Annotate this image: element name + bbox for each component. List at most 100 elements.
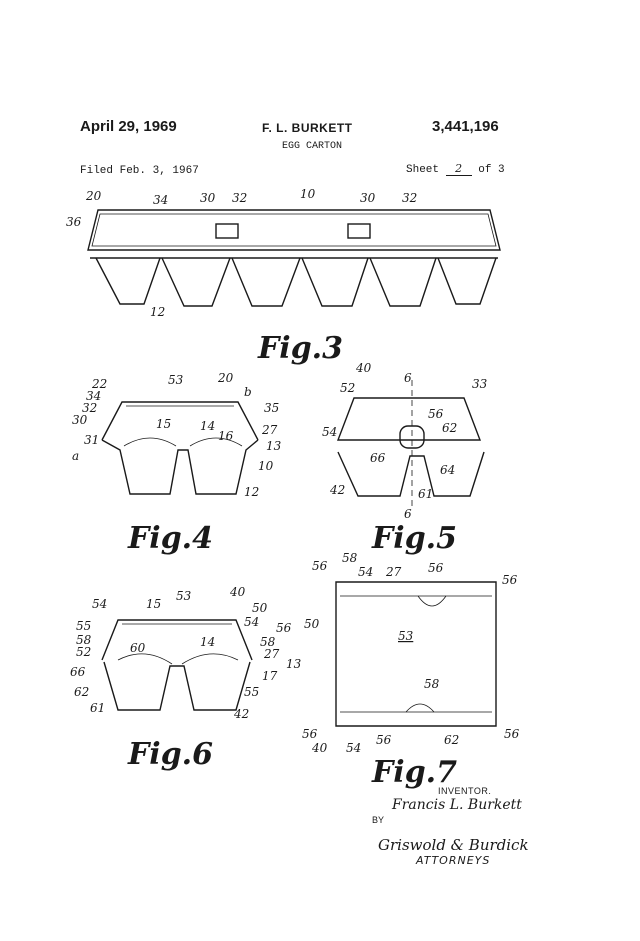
fig7-ref-54a: 54 [358,565,373,579]
fig3-cup-1 [95,257,161,305]
fig3-ref-34: 34 [153,193,168,207]
fig3-ref-36: 36 [66,215,82,229]
fig3-tab-left [215,223,239,239]
fig4-ref-32: 32 [82,401,97,415]
fig3-cup-3 [231,257,301,307]
fig4-ref-22: 22 [91,377,107,391]
fig4-ref-12: 12 [244,485,259,499]
sheet-indicator: Sheet 2 of 3 [406,162,505,176]
fig4-ref-31: 31 [84,433,99,447]
fig7-ref-62: 62 [444,733,459,747]
fig4-label: Fig.4 [127,521,213,556]
fig6-ref-14: 14 [200,635,215,649]
fig6-ref-56: 56 [276,621,292,635]
fig4-lid [101,401,259,441]
fig5-lid [336,397,482,441]
fig4-cups [101,439,259,495]
figure-4-cross-section: 53 20 22 34 32 30 31 a b 35 15 14 16 27 … [72,371,282,556]
fig3-tab-right [347,223,371,239]
fig4-ref-13: 13 [266,439,282,453]
by-label: BY [372,815,385,825]
fig5-label: Fig.5 [371,521,457,556]
fig4-ref-30: 30 [72,413,88,427]
figure-5-front-view: 40 6 52 33 54 56 62 66 64 42 61 6 Fig.5 [322,361,488,556]
fig7-ref-56c: 56 [502,573,518,587]
attorneys-signature: Griswold & Burdick [378,836,529,854]
patent-date: April 29, 1969 [80,118,177,135]
fig7-ref-56a: 56 [312,559,328,573]
fig5-ref-42: 42 [329,483,345,497]
inventor-label: INVENTOR. [438,786,492,796]
fig4-ref-14: 14 [200,419,215,433]
figure-3-carton-side: 20 34 30 32 10 30 32 36 12 Fig.3 [66,187,501,366]
fig7-ref-50: 50 [304,617,320,631]
fig7-edges [340,595,492,713]
fig6-ref-50: 50 [252,601,268,615]
fig7-ref-40: 40 [311,741,328,755]
fig6-ref-54a: 54 [92,597,107,611]
fig6-cup-rims [117,653,239,665]
fig4-ref-35: 35 [264,401,279,415]
fig6-ref-58b: 58 [260,635,276,649]
fig3-cup-2 [161,257,231,307]
attorneys-label: ATTORNEYS [416,854,491,867]
fig6-ref-61: 61 [90,701,105,715]
sheet-prefix: Sheet [406,164,440,176]
fig7-ref-56f: 56 [504,727,520,741]
fig6-cups [103,661,251,711]
fig7-ref-56d: 56 [302,727,318,741]
fig3-cup-6 [437,257,497,305]
fig7-ref-58b: 58 [424,677,440,691]
fig6-ref-66: 66 [70,665,86,679]
fig6-ref-60: 60 [130,641,146,655]
fig7-ref-56e: 56 [376,733,392,747]
fig5-ref-56: 56 [428,407,444,421]
fig3-cup-5 [369,257,437,307]
fig7-label: Fig.7 [371,755,457,790]
patent-title: EGG CARTON [282,141,343,152]
fig6-lid [101,619,253,661]
fig6-ref-13: 13 [286,657,302,671]
fig5-ref-40: 40 [355,361,372,375]
fig6-ref-17: 17 [262,669,278,683]
fig4-ref-a: a [72,449,79,463]
patent-number: 3,441,196 [432,118,499,135]
figure-7-plan-view: 56 58 54 27 56 56 50 53 58 56 56 40 54 6… [302,551,520,790]
fig6-ref-55b: 55 [244,685,259,699]
fig6-ref-52: 52 [76,645,91,659]
fig7-ref-56b: 56 [428,561,444,575]
fig6-ref-62: 62 [74,685,89,699]
fig7-ref-53: 53 [398,629,414,643]
figure-6-section: 53 40 54 15 50 55 54 56 58 52 60 14 58 2… [70,585,302,772]
fig3-ref-20: 20 [85,189,102,203]
fig3-ref-12: 12 [150,305,165,319]
fig5-ref-66: 66 [370,451,386,465]
fig4-ref-34: 34 [86,389,101,403]
fig3-ref-10: 10 [300,187,316,201]
inventor-signature: Francis L. Burkett [392,797,522,813]
fig5-ref-54: 54 [322,425,337,439]
fig5-ref-33: 33 [472,377,488,391]
fig4-ref-27: 27 [261,423,278,437]
fig6-ref-40: 40 [229,585,246,599]
fig6-ref-58a: 58 [76,633,92,647]
fig7-outline [335,581,497,727]
fig5-ref-62: 62 [442,421,457,435]
fig6-ref-55a: 55 [76,619,91,633]
fig6-label: Fig.6 [127,737,213,772]
fig7-ref-58a: 58 [342,551,358,565]
fig4-ref-16: 16 [218,429,234,443]
inventor-header: F. L. BURKETT [262,121,353,135]
fig4-ref-20: 20 [217,371,234,385]
fig3-ref-30a: 30 [200,191,216,205]
fig3-label: Fig.3 [257,331,343,366]
fig6-ref-15: 15 [146,597,161,611]
fig4-ref-b: b [244,385,252,399]
fig4-cup-rims [123,437,243,447]
fig7-ref-54b: 54 [346,741,361,755]
fig6-ref-27: 27 [263,647,280,661]
fig7-ref-27: 27 [385,565,402,579]
fig5-ref-6b: 6 [404,507,412,521]
fig6-ref-53: 53 [176,589,192,603]
